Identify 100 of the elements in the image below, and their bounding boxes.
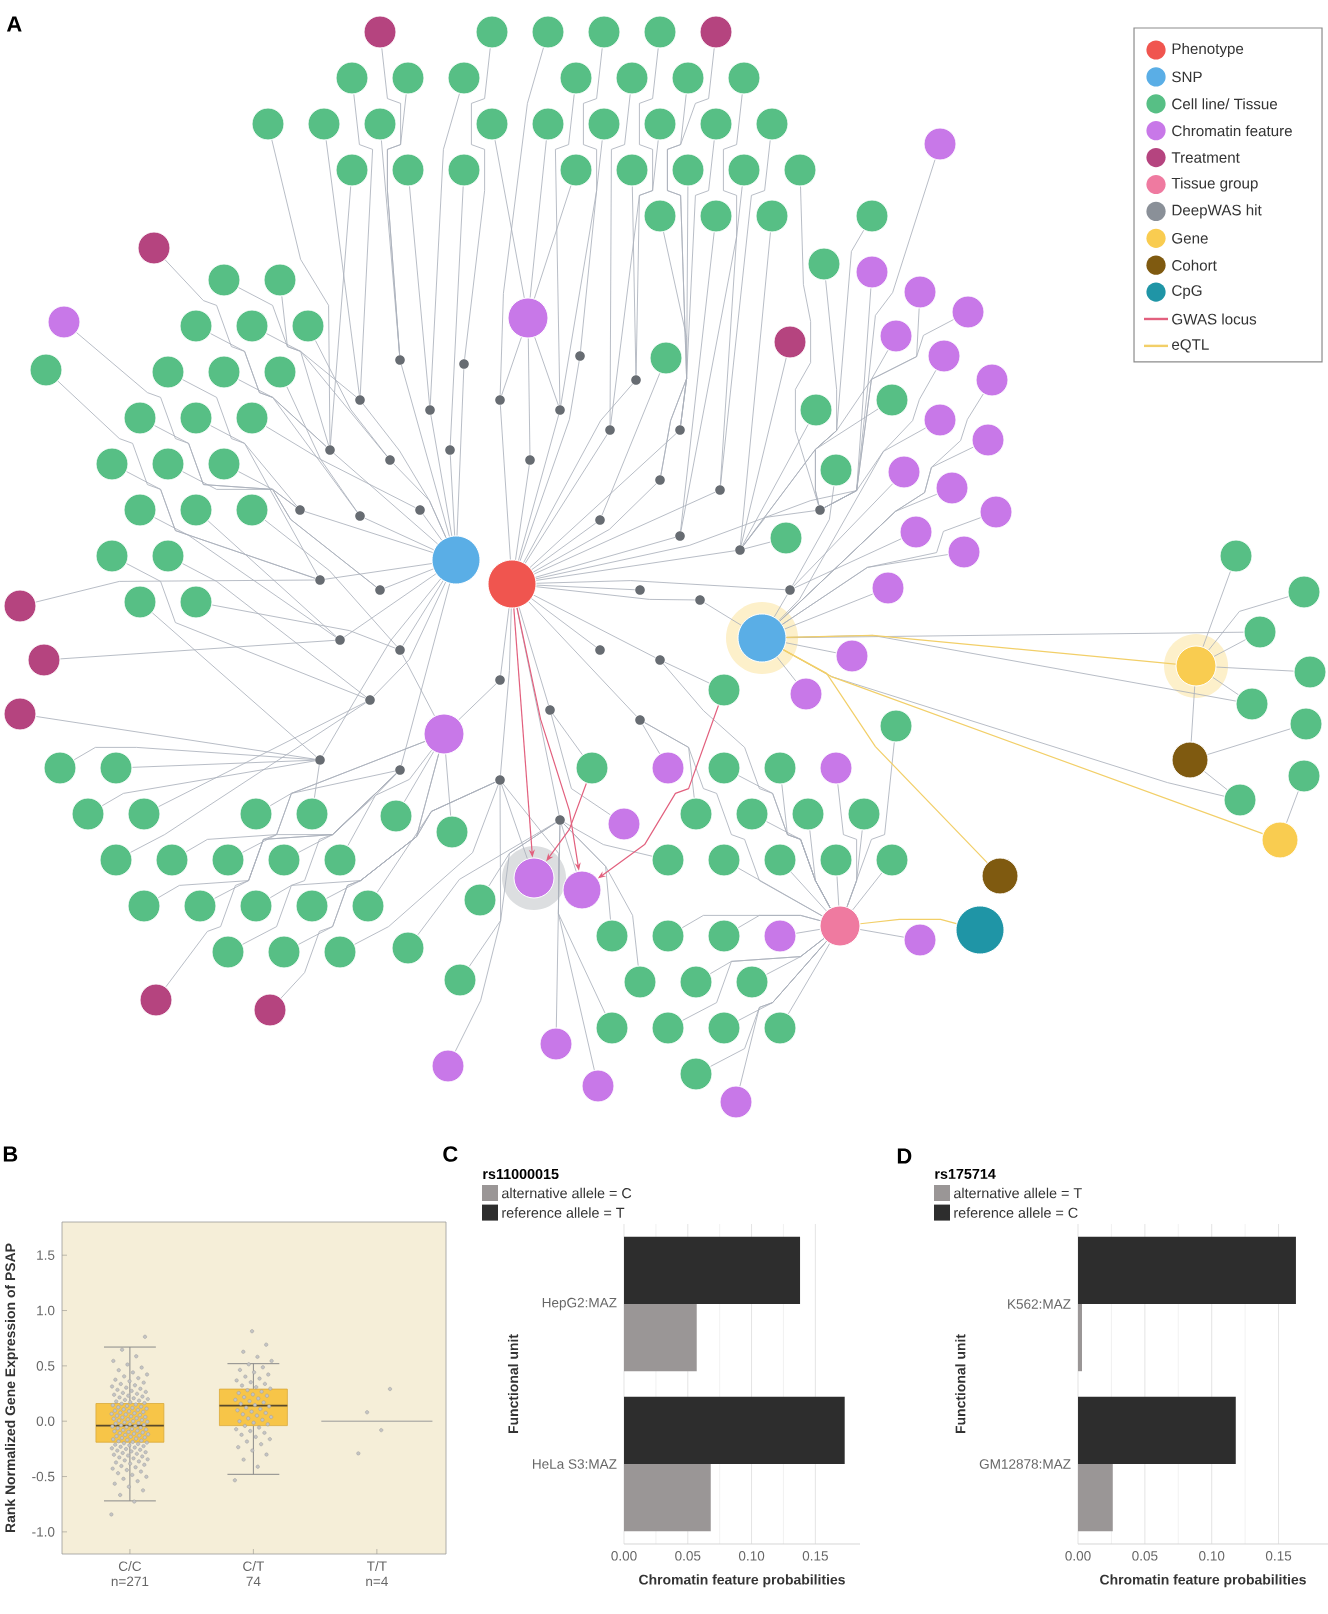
connector-line xyxy=(182,563,367,698)
connector-line xyxy=(402,580,444,646)
connector-line xyxy=(781,554,949,625)
network-node xyxy=(263,263,297,297)
connector-line xyxy=(778,427,926,621)
connector-line xyxy=(456,368,465,536)
connector-line xyxy=(527,338,531,456)
connector-line xyxy=(533,594,656,659)
connector-line xyxy=(211,604,396,649)
connector-line xyxy=(488,822,557,887)
connector-line xyxy=(660,186,689,476)
connector-line xyxy=(207,520,337,637)
connector-line xyxy=(165,773,397,988)
network-node xyxy=(295,797,329,831)
network-node xyxy=(1289,707,1323,741)
network-node xyxy=(763,919,797,953)
connector-line xyxy=(35,579,316,603)
network-node xyxy=(211,935,245,969)
connector-line xyxy=(550,714,611,816)
connector-line xyxy=(524,433,608,564)
connector-line xyxy=(502,783,606,1014)
connector-line xyxy=(1207,728,1291,755)
connector-line xyxy=(859,929,905,938)
connector-line xyxy=(529,139,547,298)
network-node xyxy=(855,255,889,289)
network-node xyxy=(235,493,269,527)
network-node xyxy=(207,355,241,389)
connector-line xyxy=(401,364,450,537)
connector-line xyxy=(744,541,771,550)
network-node xyxy=(587,107,621,141)
network-node xyxy=(463,883,497,917)
network-node xyxy=(207,263,241,297)
network-node xyxy=(235,309,269,343)
connector-line xyxy=(393,463,447,539)
connector-line xyxy=(35,716,316,760)
connector-line xyxy=(664,661,710,684)
network-node xyxy=(707,1011,741,1045)
network-node xyxy=(975,363,1009,397)
network-node xyxy=(323,843,357,877)
network-node xyxy=(3,697,37,731)
connector-line xyxy=(210,333,327,447)
network-node xyxy=(559,61,593,95)
network-node xyxy=(903,275,937,309)
connector-line xyxy=(859,918,957,925)
connector-line xyxy=(322,578,441,756)
connector-line xyxy=(384,568,434,589)
network-node xyxy=(607,807,641,841)
network-node xyxy=(123,401,157,435)
connector-line xyxy=(528,601,637,717)
connector-line xyxy=(531,598,597,648)
network-node xyxy=(295,889,329,923)
connector-line xyxy=(417,822,556,936)
network-node xyxy=(763,1011,797,1045)
network-node xyxy=(475,15,509,49)
network-node xyxy=(789,677,823,711)
network-node xyxy=(363,107,397,141)
network-node xyxy=(819,751,853,785)
connector-line xyxy=(126,563,366,699)
connector-line xyxy=(238,379,358,513)
network-node xyxy=(875,843,909,877)
connector-line xyxy=(785,642,837,654)
network-node xyxy=(123,585,157,619)
connector-line xyxy=(532,483,657,573)
connector-line xyxy=(238,471,377,588)
network-node xyxy=(903,923,937,957)
connector-line xyxy=(325,139,360,396)
network-node xyxy=(923,403,957,437)
network-node xyxy=(507,297,549,339)
network-node xyxy=(783,153,817,187)
connector-line xyxy=(429,93,460,406)
connector-line xyxy=(580,47,603,352)
connector-line xyxy=(552,713,583,756)
network-node xyxy=(769,521,803,555)
network-node xyxy=(615,153,649,187)
connector-line xyxy=(680,185,743,532)
connector-line xyxy=(324,563,433,580)
connector-line xyxy=(126,471,316,579)
network-node xyxy=(651,1011,685,1045)
network-node xyxy=(351,889,385,923)
network-node xyxy=(123,493,157,527)
network-node xyxy=(335,61,369,95)
network-node xyxy=(179,401,213,435)
network-node xyxy=(379,799,413,833)
network-node xyxy=(623,965,657,999)
network-node xyxy=(391,153,425,187)
connector-line xyxy=(1286,791,1299,824)
connector-line xyxy=(533,185,572,299)
network-node xyxy=(27,643,61,677)
connector-line xyxy=(238,287,357,398)
panel-letter: B xyxy=(3,1146,18,1162)
connector-line xyxy=(132,759,316,768)
connector-line xyxy=(210,425,318,576)
connector-line xyxy=(343,573,437,638)
connector-line xyxy=(644,722,823,917)
connector-line xyxy=(776,656,797,682)
network-node xyxy=(151,539,185,573)
connector-line xyxy=(846,829,863,908)
connector-line xyxy=(852,872,883,911)
network-node xyxy=(643,107,677,141)
connector-line xyxy=(214,741,426,899)
